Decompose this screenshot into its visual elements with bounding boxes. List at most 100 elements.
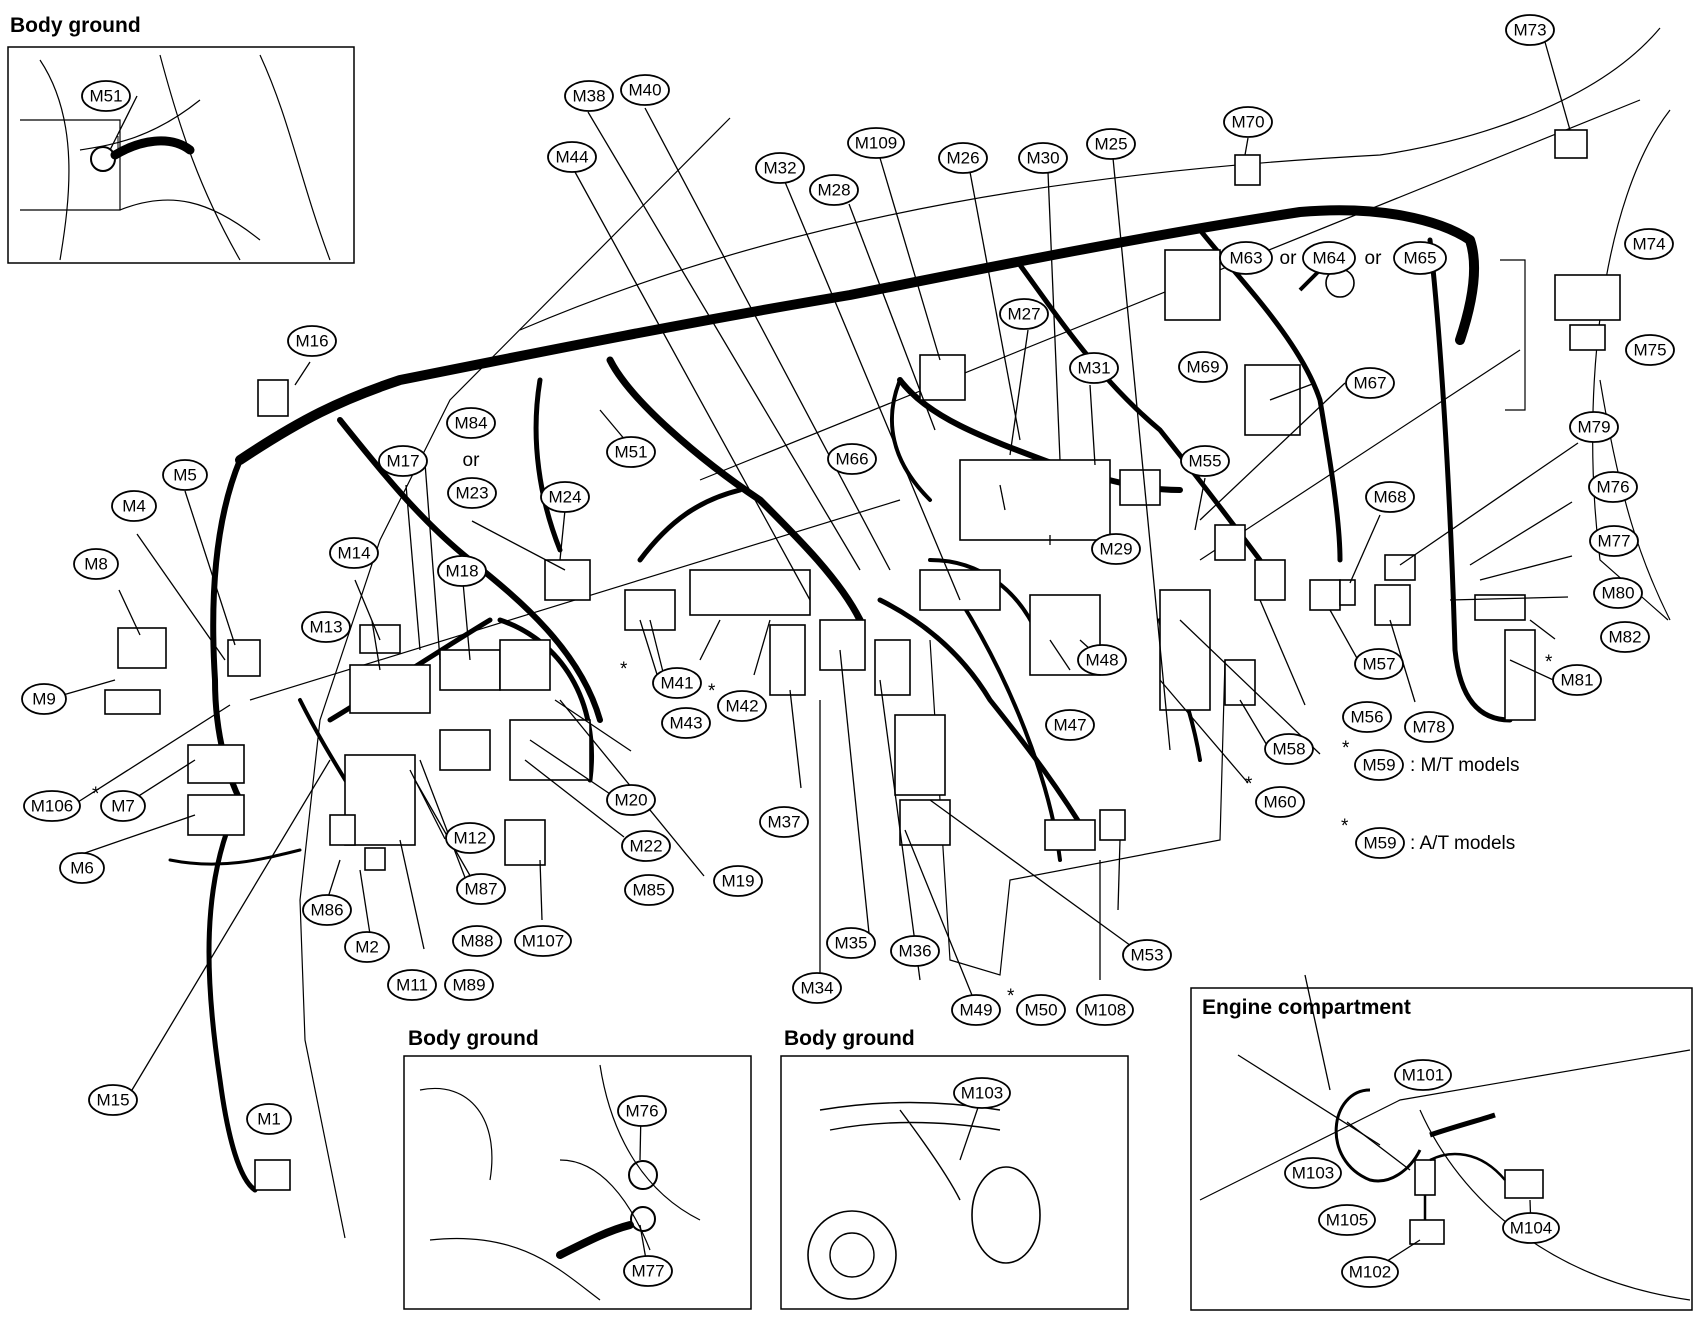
svg-text:M34: M34 (800, 979, 833, 998)
callout-M103-inset: M103 (953, 1077, 1011, 1109)
svg-text:M75: M75 (1633, 341, 1666, 360)
svg-text:M81: M81 (1560, 671, 1593, 690)
callout-M78: M78 (1404, 711, 1454, 743)
svg-text:M24: M24 (548, 488, 581, 507)
asterisk-M41: * (620, 659, 628, 680)
callout-M66: M66 (827, 443, 877, 475)
svg-text:M107: M107 (522, 932, 565, 951)
callout-M104: M104 (1502, 1212, 1560, 1244)
callout-M44: M44 (547, 141, 597, 173)
inset-body-ground-mid: Body ground (403, 1027, 752, 1310)
callout-M8: M8 (73, 548, 119, 580)
callout-M13: M13 (301, 611, 351, 643)
svg-text:M70: M70 (1231, 113, 1264, 132)
callout-M29: M29 (1091, 533, 1141, 565)
callout-M56: M56 (1342, 701, 1392, 733)
svg-text:M27: M27 (1007, 305, 1040, 324)
callout-M43: M43 (661, 707, 711, 739)
callout-M27: M27 (999, 298, 1049, 330)
callout-M49: M49 (951, 994, 1001, 1026)
callout-M107: M107 (514, 925, 572, 957)
callout-M57: M57 (1354, 648, 1404, 680)
svg-text:M74: M74 (1632, 235, 1665, 254)
svg-text:M26: M26 (946, 149, 979, 168)
callout-M14: M14 (329, 537, 379, 569)
svg-text:M14: M14 (337, 544, 370, 563)
svg-text:M89: M89 (452, 976, 485, 995)
asterisk-M60: * (1245, 774, 1253, 795)
svg-text:M51: M51 (614, 443, 647, 462)
callout-M38: M38 (564, 80, 614, 112)
callout-M23: M23 (447, 477, 497, 509)
callout-M6: M6 (59, 852, 105, 884)
svg-text:M68: M68 (1373, 488, 1406, 507)
callout-M51-main: M51 (606, 436, 656, 468)
callout-M19: M19 (713, 865, 763, 897)
svg-text:M28: M28 (817, 181, 850, 200)
callout-M58: M58 (1264, 733, 1314, 765)
svg-text:M15: M15 (96, 1091, 129, 1110)
svg-text:M86: M86 (310, 901, 343, 920)
callout-M17: M17 (378, 445, 428, 477)
svg-text:M80: M80 (1601, 584, 1634, 603)
callout-M73: M73 (1505, 14, 1555, 46)
svg-text:M104: M104 (1510, 1219, 1553, 1238)
callout-M28: M28 (809, 174, 859, 206)
callout-M65: M65 (1393, 241, 1447, 275)
svg-text:M37: M37 (767, 813, 800, 832)
svg-text:M47: M47 (1053, 716, 1086, 735)
callout-M64: M64 (1302, 241, 1356, 275)
svg-text:M60: M60 (1263, 793, 1296, 812)
label-mt-models: : M/T models (1410, 755, 1519, 776)
callout-M77-inset: M77 (623, 1255, 673, 1287)
svg-text:M19: M19 (721, 872, 754, 891)
callout-M36: M36 (890, 935, 940, 967)
callouts: M51 M73 M38 M40 M70 M44 M32 M109 M26 M30… (21, 14, 1675, 1288)
callout-M37: M37 (759, 806, 809, 838)
callout-M89: M89 (444, 969, 494, 1001)
svg-text:M32: M32 (763, 159, 796, 178)
callout-M102: M102 (1341, 1256, 1399, 1288)
svg-text:M18: M18 (445, 562, 478, 581)
callout-M70: M70 (1223, 106, 1273, 138)
callout-M88: M88 (452, 925, 502, 957)
callout-M68: M68 (1365, 481, 1415, 513)
connector-blocks (104, 129, 1621, 1191)
callout-M25: M25 (1086, 128, 1136, 160)
callout-M22: M22 (621, 830, 671, 862)
callout-M67: M67 (1345, 367, 1395, 399)
svg-text:M36: M36 (898, 942, 931, 961)
svg-text:M85: M85 (632, 881, 665, 900)
callout-M50: M50 (1016, 994, 1066, 1026)
callout-M59-at: M59 (1355, 827, 1405, 859)
inset-body-ground-right: Body ground (780, 1027, 1129, 1310)
svg-text:M59: M59 (1363, 834, 1396, 853)
asterisk-M81: * (1545, 652, 1553, 673)
svg-text:M101: M101 (1402, 1066, 1445, 1085)
svg-text:M50: M50 (1024, 1001, 1057, 1020)
svg-text:M73: M73 (1513, 21, 1546, 40)
callout-M109: M109 (847, 127, 905, 159)
svg-text:M103: M103 (1292, 1164, 1335, 1183)
svg-text:M88: M88 (460, 932, 493, 951)
svg-text:M102: M102 (1349, 1263, 1392, 1282)
callout-M103-engine: M103 (1284, 1157, 1342, 1189)
svg-text:M41: M41 (660, 674, 693, 693)
svg-text:M66: M66 (835, 450, 868, 469)
panel-title-engine-compartment: Engine compartment (1202, 996, 1411, 1019)
callout-M77: M77 (1589, 525, 1639, 557)
svg-text:M103: M103 (961, 1084, 1004, 1103)
callout-M101: M101 (1394, 1059, 1452, 1091)
svg-text:M58: M58 (1272, 740, 1305, 759)
svg-text:M22: M22 (629, 837, 662, 856)
callout-M2: M2 (344, 931, 390, 963)
svg-text:M38: M38 (572, 87, 605, 106)
callout-M82: M82 (1600, 621, 1650, 653)
callout-M48: M48 (1077, 644, 1127, 676)
callout-M106: M106 (23, 790, 81, 822)
callout-M81: M81 (1552, 664, 1602, 696)
callout-M26: M26 (938, 142, 988, 174)
svg-text:M7: M7 (111, 797, 135, 816)
svg-text:M8: M8 (84, 555, 108, 574)
svg-text:M76: M76 (625, 1102, 658, 1121)
